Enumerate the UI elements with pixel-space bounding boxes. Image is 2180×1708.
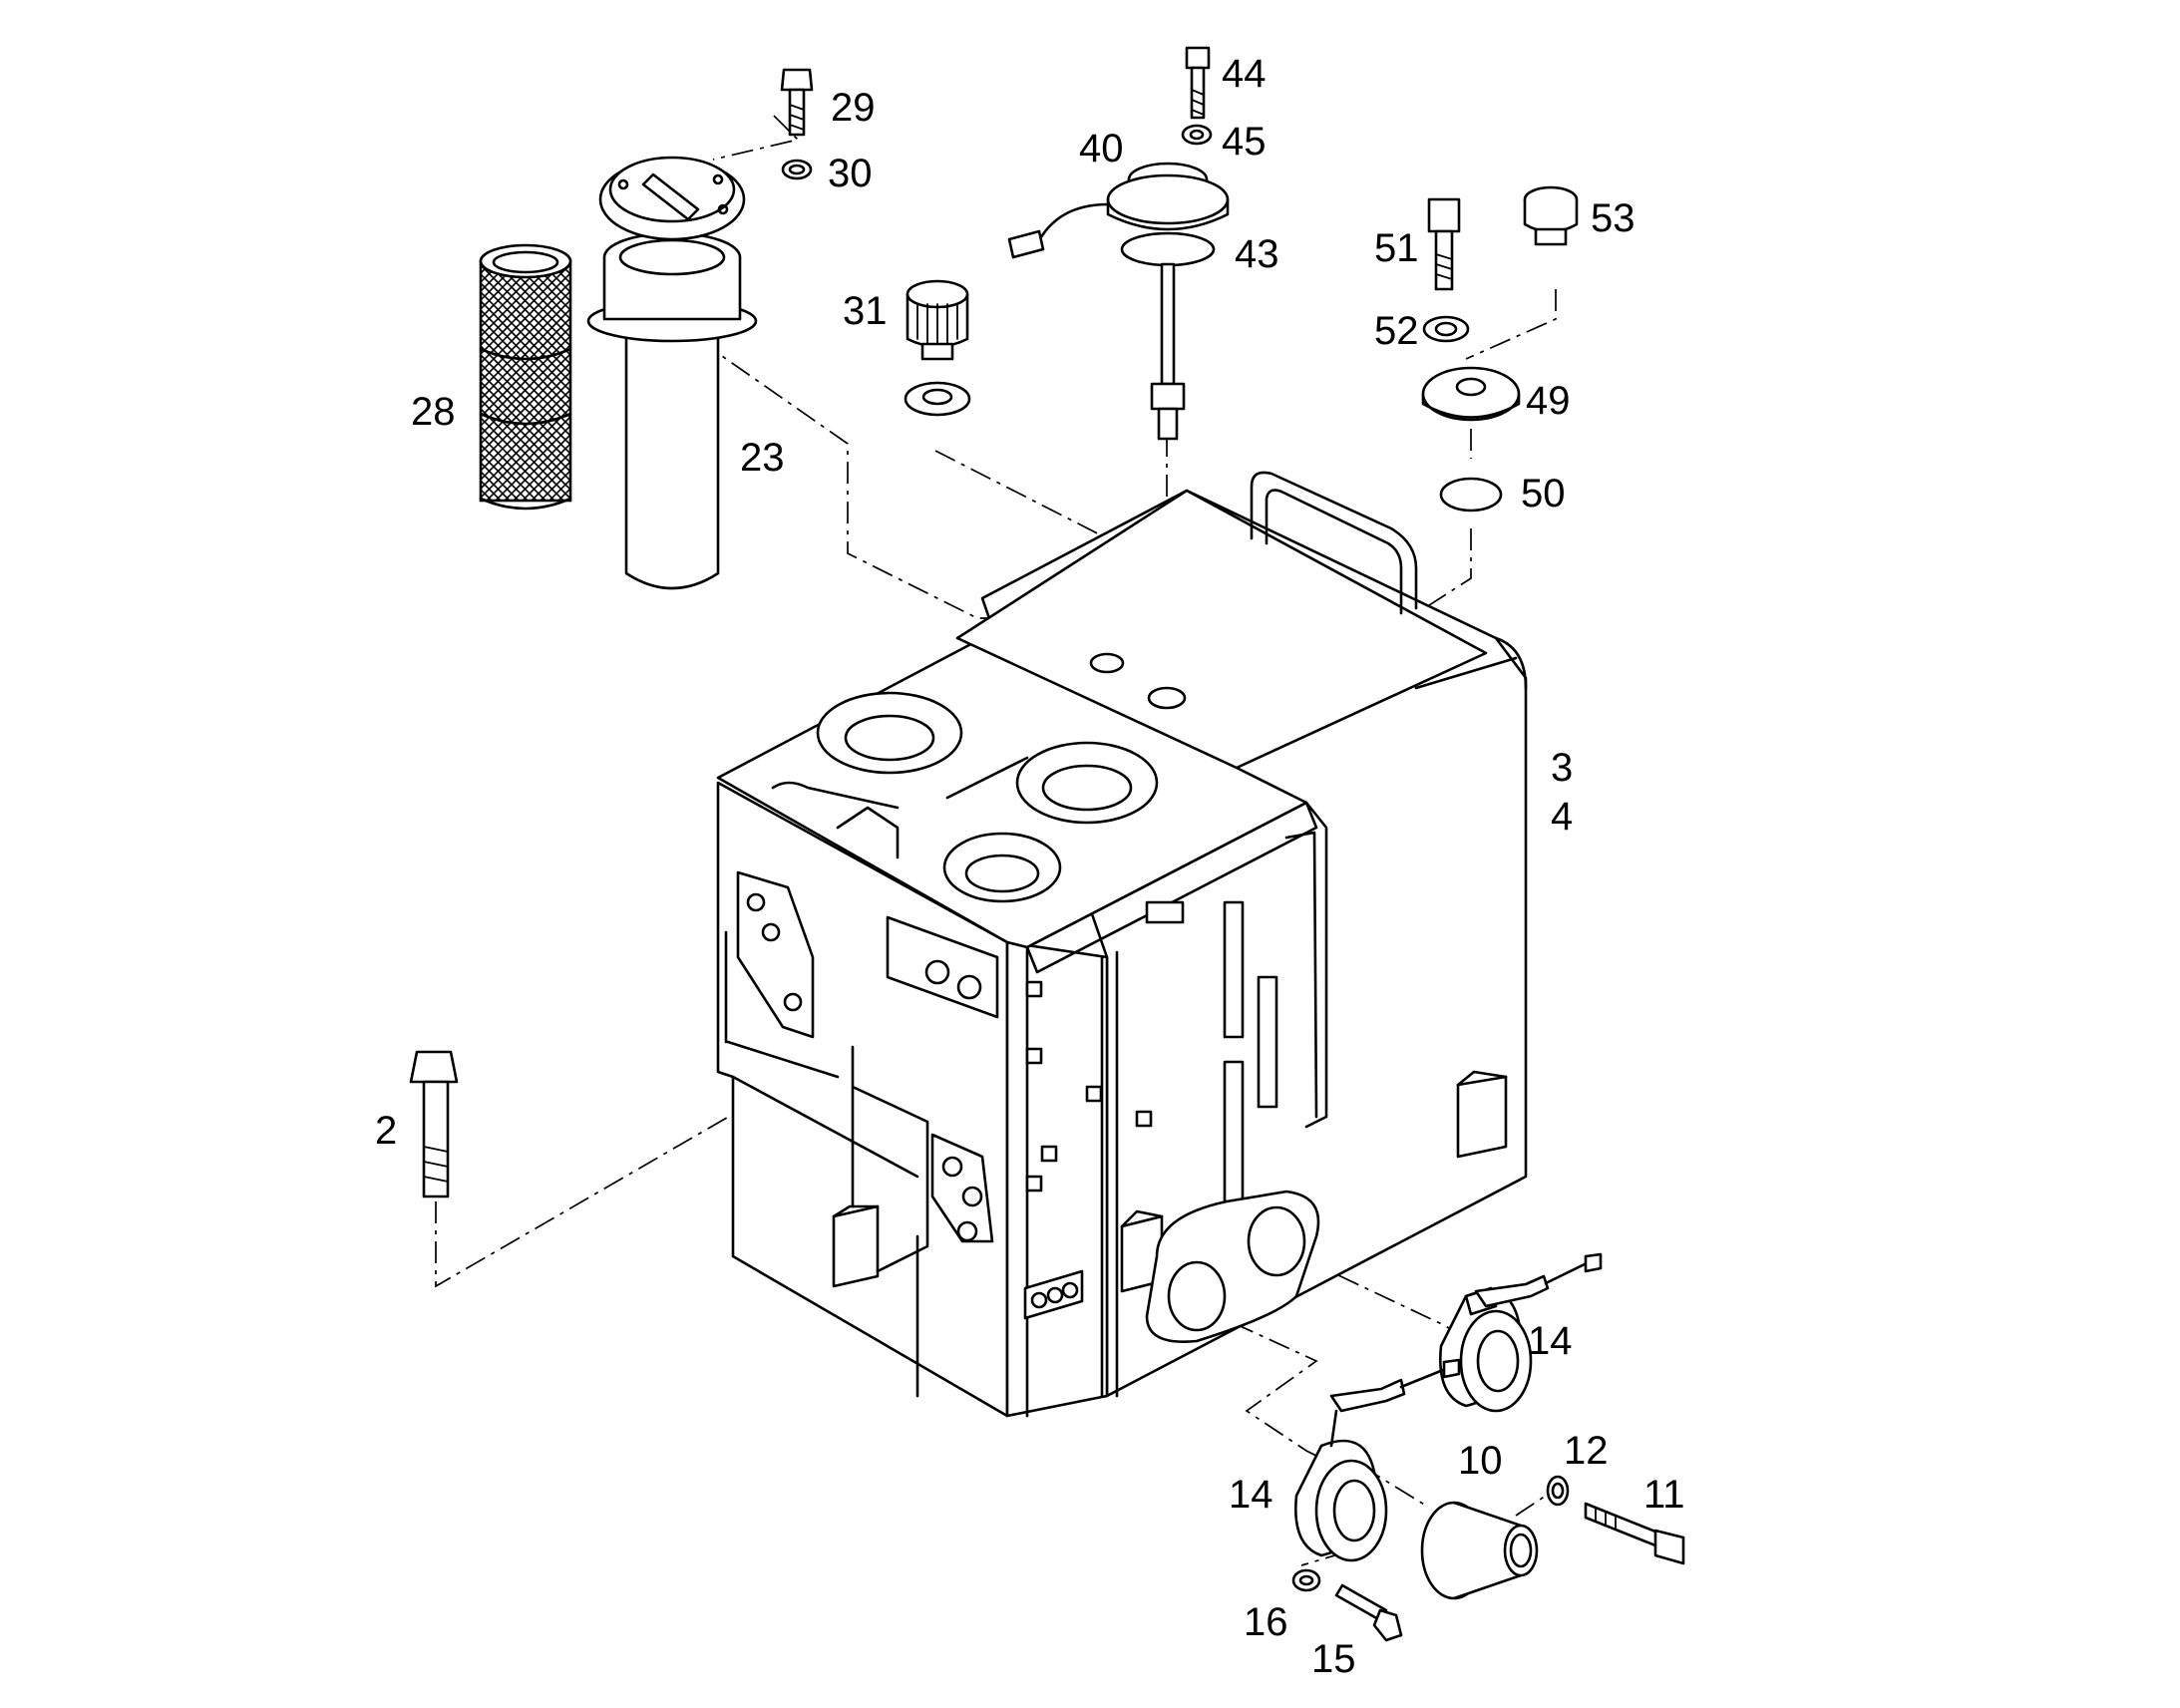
callout-50: 50 [1521,472,1566,515]
right-wall-box [1456,1070,1508,1159]
callout-43: 43 [1235,232,1279,276]
callout-14-right: 14 [1528,1319,1573,1363]
callout-16: 16 [1244,1600,1288,1644]
callout-30: 30 [828,152,873,195]
mounting-bosses [1025,900,1185,1193]
suction-flange [1145,1190,1320,1343]
callout-11: 11 [1643,1473,1685,1517]
ball-valve-14-right [1439,1252,1603,1413]
callout-2: 2 [375,1109,397,1153]
top-openings [771,652,1187,903]
bolt-11 [1584,1502,1685,1565]
filter-housing-23 [586,231,758,590]
bolt-15 [1334,1583,1403,1642]
side-bracket [724,870,840,1079]
adapter-flange-10 [1420,1501,1539,1600]
level-sensor-40 [1007,162,1230,441]
tank-handle [1250,471,1418,615]
callout-14-left: 14 [1229,1473,1273,1517]
side-flange-plate [930,1133,994,1243]
breather-cap-31 [904,279,971,417]
ball-valve-14-left [1294,1358,1461,1562]
washer-30 [781,159,813,180]
callout-15: 15 [1311,1637,1356,1681]
callout-3: 3 [1551,746,1573,790]
bolt-51 [1427,197,1461,291]
callout-45: 45 [1222,120,1267,164]
callout-4: 4 [1551,795,1573,839]
flange-49 [1421,366,1521,422]
bolt-2 [409,1050,459,1198]
plug-53 [1523,185,1579,246]
bottom-port-strip [1023,1269,1084,1320]
washer-45 [1181,124,1213,146]
callout-10: 10 [1458,1439,1503,1483]
right-rails [1223,831,1318,1203]
bolt-29 [780,68,814,137]
callout-40: 40 [1079,127,1124,171]
callout-28: 28 [411,390,456,434]
callout-53: 53 [1591,196,1635,240]
port-plate [886,915,999,1019]
level-sensor-block [832,1045,929,1288]
callout-51: 51 [1374,226,1419,270]
bolt-44 [1185,46,1211,120]
o-ring-50 [1439,477,1503,512]
washer-12 [1546,1475,1570,1507]
callout-23: 23 [740,436,785,480]
callout-49: 49 [1526,379,1571,423]
callout-31: 31 [843,289,888,333]
callout-labels: 29 30 44 45 40 43 53 51 52 49 50 31 28 2… [375,52,1685,1681]
filter-element-28 [479,243,572,511]
callout-52: 52 [1374,309,1419,353]
washer-16 [1291,1568,1321,1592]
callout-12: 12 [1564,1429,1609,1473]
filter-cover [598,156,746,241]
callout-29: 29 [831,86,876,130]
callout-44: 44 [1222,52,1267,96]
washer-52 [1422,315,1470,343]
